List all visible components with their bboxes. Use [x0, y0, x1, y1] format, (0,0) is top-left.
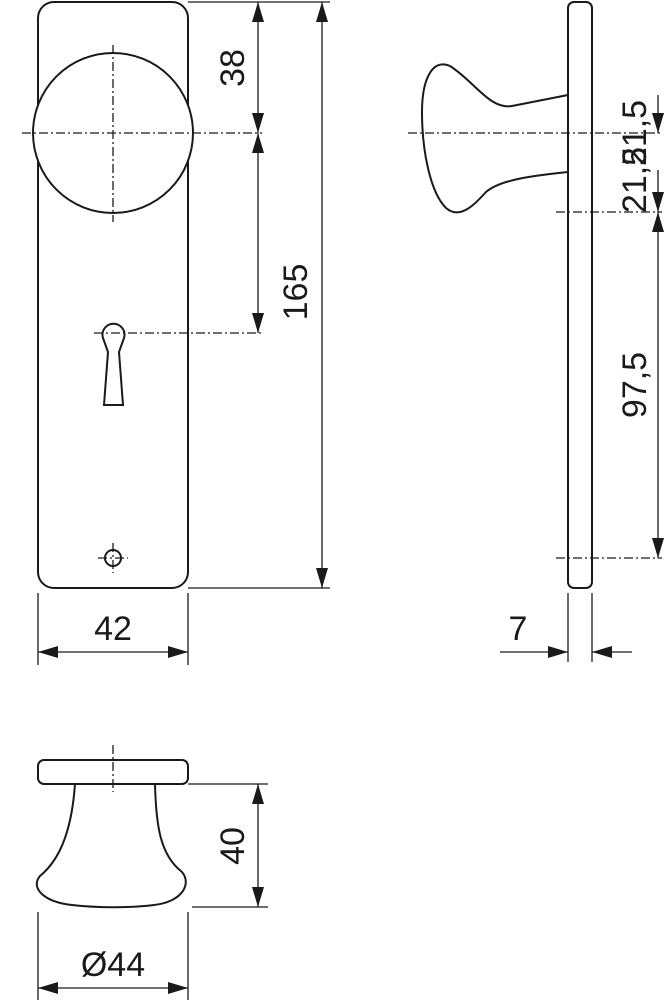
dim-knob-to-keyhole [252, 133, 264, 333]
dim-21-5-upper: 21,5 [616, 95, 664, 166]
dim-7: 7 [500, 593, 632, 662]
dim-40-label: 40 [214, 827, 252, 865]
dim-38: 38 [214, 2, 264, 133]
dim-diameter-44: Ø44 [38, 946, 188, 994]
keyhole [94, 322, 262, 406]
dim-7-label: 7 [509, 610, 528, 648]
dim-21-5-upper-label: 21,5 [616, 100, 654, 166]
dim-21-5-lower-label: 21,5 [616, 147, 654, 213]
dim-38-label: 38 [214, 49, 252, 87]
dim-165: 165 [277, 2, 328, 588]
dim-40: 40 [214, 784, 264, 907]
knob-centre-mark [22, 45, 262, 222]
dim-97-5-label: 97,5 [616, 352, 654, 418]
side-plate [567, 1, 593, 589]
screw-hole [98, 543, 128, 573]
side-view: 21,5 21,5 97,5 7 [408, 1, 664, 662]
dim-165-label: 165 [277, 264, 315, 321]
dim-21-5-lower: 21,5 [616, 147, 664, 213]
dim-42: 42 [38, 610, 188, 658]
dim-42-label: 42 [94, 610, 132, 648]
front-view: 38 165 42 [22, 1, 330, 665]
side-knob [420, 63, 569, 214]
dim-diameter-44-label: Ø44 [81, 946, 145, 984]
dim-97-5: 97,5 [616, 212, 664, 558]
bottom-knob [35, 783, 187, 909]
bottom-view: 40 Ø44 [35, 745, 268, 1000]
